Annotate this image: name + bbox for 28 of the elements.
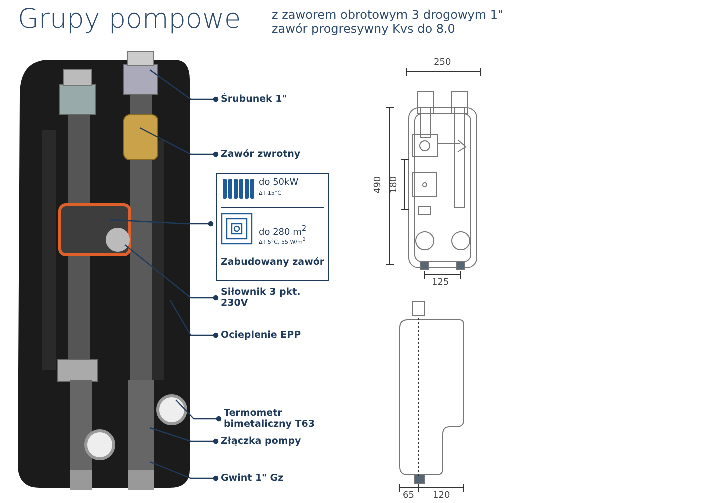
callout-label: Siłownik 3 pkt. 230V	[221, 287, 316, 309]
subtitle: z zaworem obrotowym 3 drogowym 1"	[272, 8, 504, 22]
dimension-label: 180	[390, 176, 400, 194]
subtitle: zawór progresywny Kvs do 8.0	[272, 22, 456, 36]
callout-label: Złączka pompy	[221, 436, 302, 447]
leader-line	[169, 300, 219, 338]
dimension-label: 125	[432, 278, 450, 288]
leader-line	[150, 427, 219, 444]
callout-label: Zawór zwrotny	[221, 149, 301, 160]
dimension-label: 490	[374, 176, 384, 194]
callout-label: Ocieplenie EPP	[221, 330, 302, 341]
leader-line	[150, 461, 219, 482]
leader-line	[176, 400, 222, 422]
capacity-text: do 50kW	[259, 178, 299, 188]
dimension-label: 250	[434, 58, 452, 68]
callout-label: Gwint 1" Gz	[221, 473, 284, 484]
leader-line	[124, 244, 219, 301]
leader-line	[150, 70, 219, 102]
dimension-label: 65	[403, 491, 414, 501]
dimension-label: 120	[433, 491, 450, 501]
capacity-text: do 280 m$^{2}$	[259, 224, 307, 238]
title: Grupy pompowe	[18, 4, 242, 35]
callout-label: Śrubunek 1"	[221, 94, 288, 105]
leader-line	[140, 127, 219, 158]
info-panel	[216, 173, 329, 281]
leader-line	[110, 219, 214, 227]
callout-label: Termometr bimetaliczny T63	[224, 408, 319, 430]
callout-label: Zabudowany zawór	[221, 257, 325, 268]
